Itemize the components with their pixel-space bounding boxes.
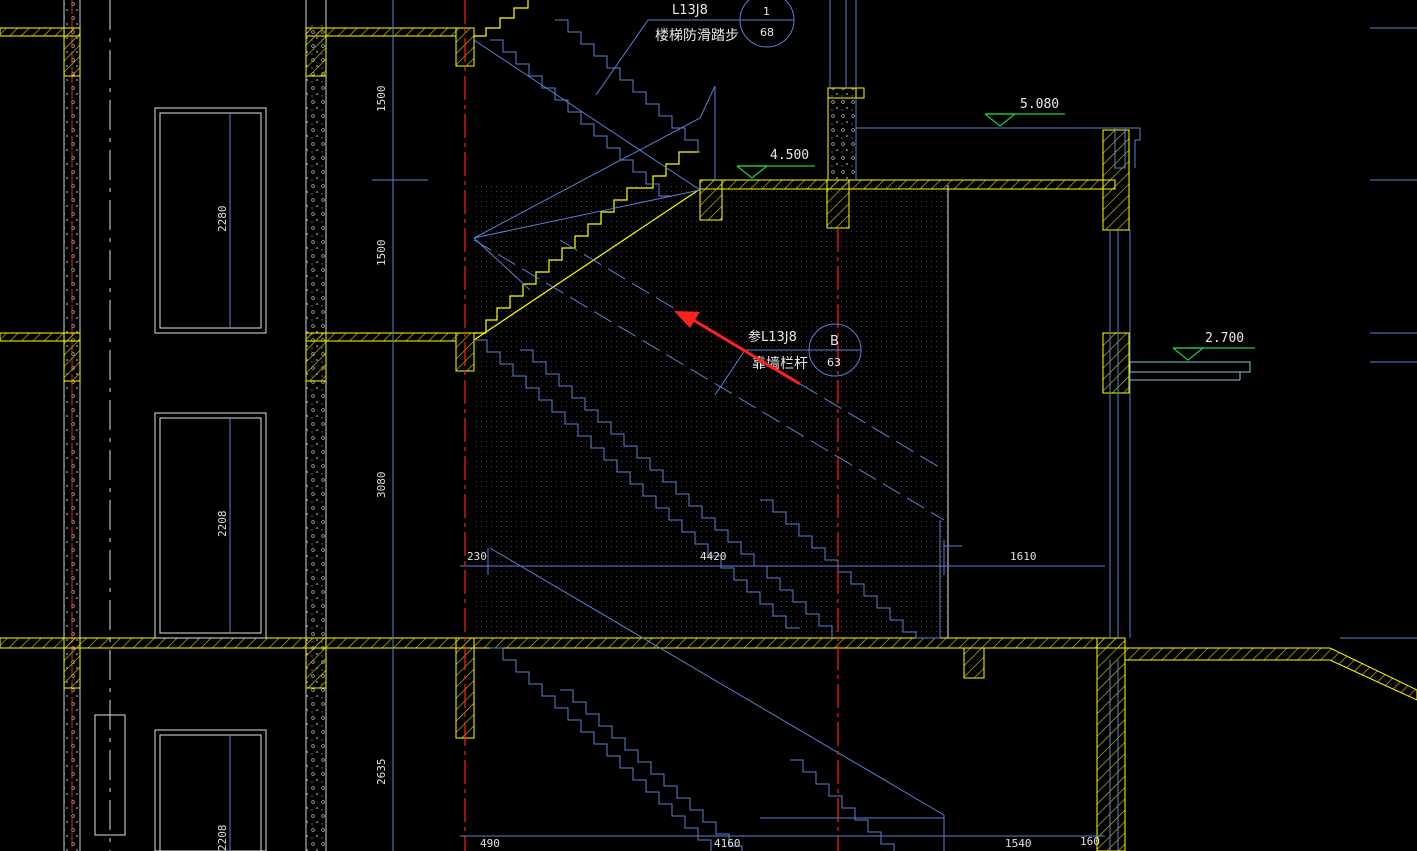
stair-shaded-area xyxy=(476,185,948,638)
callout-mid-sheet: 63 xyxy=(827,356,841,369)
dim-h-230: 230 xyxy=(467,550,487,563)
callout-mid-ref: 参L13J8 xyxy=(748,329,797,345)
callout-mid xyxy=(714,323,862,396)
dim-v-1500-b: 1500 xyxy=(375,240,388,267)
dim-v-1500-a: 1500 xyxy=(375,86,388,113)
windows xyxy=(94,107,267,851)
dim-h-4160: 4160 xyxy=(714,837,741,850)
level-label-5080: 5.080 xyxy=(1020,97,1059,112)
dim-w-2208-a: 2208 xyxy=(216,511,229,538)
left-wall-column xyxy=(63,0,327,851)
blue-stair-lines xyxy=(372,0,1417,851)
level-label-4500: 4.500 xyxy=(770,148,809,163)
dim-h-1540: 1540 xyxy=(1005,837,1032,850)
dim-h-4420: 4420 xyxy=(700,550,727,563)
dim-h-1610: 1610 xyxy=(1010,550,1037,563)
callout-mid-note: 靠墙栏杆 xyxy=(752,356,808,372)
upper-stair-flight xyxy=(473,0,701,341)
dim-w-2208-b: 2208 xyxy=(216,825,229,851)
floor-slabs xyxy=(0,27,1417,851)
level-label-2700: 2.700 xyxy=(1205,331,1244,346)
callout-top-ref: L13J8 xyxy=(672,3,708,18)
dim-v-3080: 3080 xyxy=(375,472,388,499)
callout-top-sheet: 68 xyxy=(760,26,774,39)
callout-mid-detail: B xyxy=(830,334,839,349)
dim-v-2635: 2635 xyxy=(375,759,388,786)
dimension-lines xyxy=(460,540,1105,837)
dim-h-160: 160 xyxy=(1080,835,1100,848)
dim-h-490: 490 xyxy=(480,837,500,850)
callout-top-note: 楼梯防滑踏步 xyxy=(655,27,739,44)
level-markers xyxy=(736,113,1255,361)
axis-lines xyxy=(464,0,839,851)
callout-top-detail: 1 xyxy=(763,5,770,18)
callout-top xyxy=(595,0,795,96)
red-arrow-annotation xyxy=(674,311,801,386)
dim-w-2280: 2280 xyxy=(216,206,229,233)
